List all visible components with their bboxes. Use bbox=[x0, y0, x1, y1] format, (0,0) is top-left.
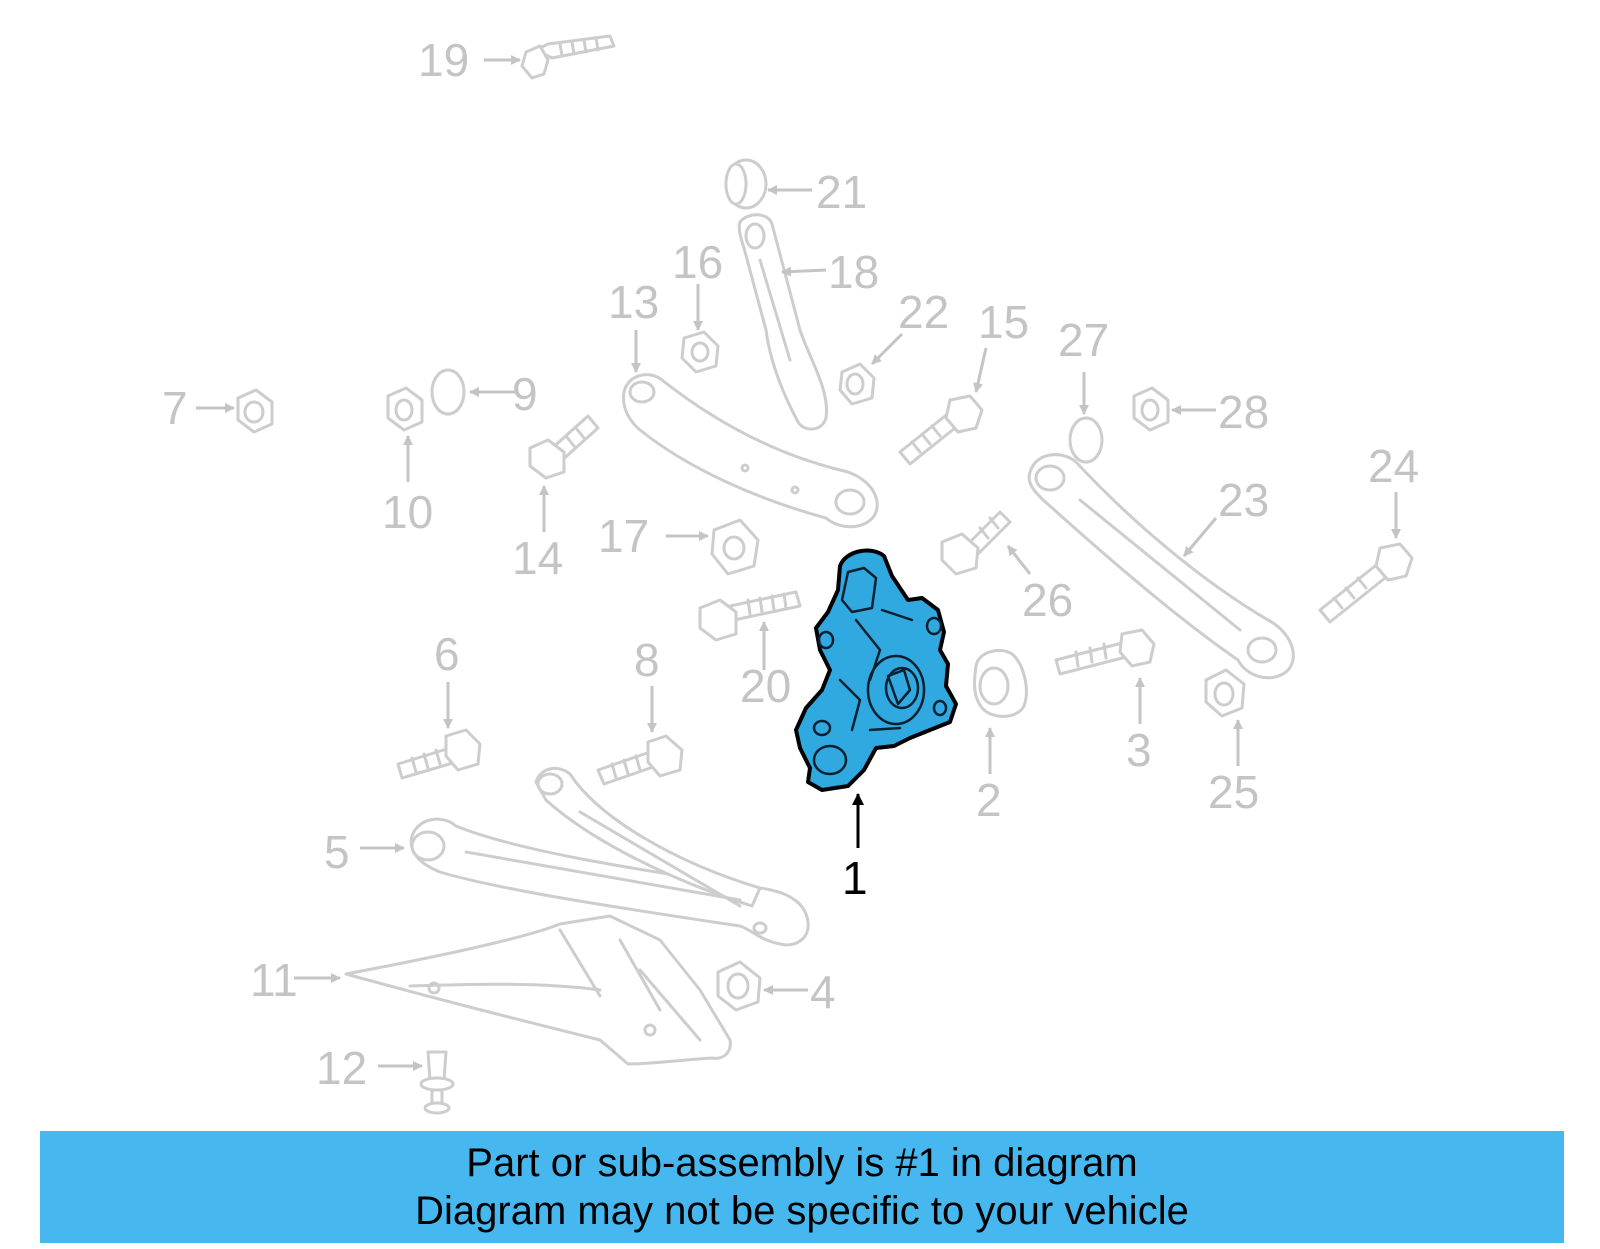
part-8-bolt[interactable] bbox=[596, 734, 684, 786]
part-7-nut[interactable] bbox=[236, 388, 274, 434]
callout-24[interactable]: 24 bbox=[1368, 440, 1419, 492]
notice-line-part: Part or sub-assembly is #1 in diagram bbox=[466, 1141, 1138, 1185]
part-25-nut[interactable] bbox=[1204, 668, 1246, 718]
callout-16[interactable]: 16 bbox=[672, 236, 723, 288]
part-6-bolt[interactable] bbox=[396, 728, 482, 780]
leader-23 bbox=[1182, 517, 1218, 557]
callout-12[interactable]: 12 bbox=[316, 1042, 367, 1094]
callout-1[interactable]: 1 bbox=[842, 852, 868, 904]
part-14-bolt[interactable] bbox=[528, 414, 600, 480]
part-23-lateral-link[interactable] bbox=[1027, 453, 1295, 680]
callout-13[interactable]: 13 bbox=[608, 276, 659, 328]
part-3-bolt[interactable] bbox=[1054, 628, 1156, 676]
callout-19[interactable]: 19 bbox=[418, 34, 469, 86]
part-4-nut[interactable] bbox=[716, 960, 762, 1012]
callout-17[interactable]: 17 bbox=[598, 510, 649, 562]
callout-25[interactable]: 25 bbox=[1208, 766, 1259, 818]
part-27-ring[interactable] bbox=[1068, 416, 1104, 464]
callout-5[interactable]: 5 bbox=[324, 826, 350, 878]
part-18-toe-link[interactable] bbox=[737, 213, 829, 431]
callout-23[interactable]: 23 bbox=[1218, 474, 1269, 526]
part-21-bushing[interactable] bbox=[724, 158, 768, 210]
leader-15 bbox=[973, 347, 988, 393]
callout-22[interactable]: 22 bbox=[898, 286, 949, 338]
part-19-bolt[interactable] bbox=[520, 34, 616, 80]
part-9-ring[interactable] bbox=[430, 368, 466, 416]
part-22-nut[interactable] bbox=[838, 362, 876, 406]
notice-banner: Part or sub-assembly is #1 in diagram Di… bbox=[40, 1131, 1564, 1243]
part-10-nut[interactable] bbox=[386, 386, 424, 432]
callout-27[interactable]: 27 bbox=[1058, 314, 1109, 366]
callout-28[interactable]: 28 bbox=[1218, 386, 1269, 438]
callout-10[interactable]: 10 bbox=[382, 486, 433, 538]
part-1-knuckle-highlighted[interactable] bbox=[794, 548, 958, 792]
callout-8[interactable]: 8 bbox=[634, 634, 660, 686]
callout-3[interactable]: 3 bbox=[1126, 724, 1152, 776]
part-2-bushing[interactable] bbox=[972, 649, 1028, 718]
callout-6[interactable]: 6 bbox=[434, 628, 460, 680]
part-15-bolt[interactable] bbox=[898, 394, 984, 466]
part-28-nut[interactable] bbox=[1132, 386, 1170, 432]
part-13-upper-arm[interactable] bbox=[622, 373, 879, 529]
callout-14[interactable]: 14 bbox=[512, 532, 563, 584]
part-12-clip[interactable] bbox=[419, 1050, 455, 1115]
callout-11[interactable]: 11 bbox=[250, 954, 298, 1006]
callout-9[interactable]: 9 bbox=[512, 368, 538, 420]
part-24-bolt[interactable] bbox=[1318, 542, 1414, 624]
callout-15[interactable]: 15 bbox=[978, 296, 1029, 348]
notice-line-disclaimer: Diagram may not be specific to your vehi… bbox=[415, 1189, 1189, 1233]
callout-26[interactable]: 26 bbox=[1022, 574, 1073, 626]
leader-18 bbox=[781, 266, 827, 277]
callout-4[interactable]: 4 bbox=[810, 966, 836, 1018]
part-5-lower-arm[interactable] bbox=[409, 766, 810, 947]
leader-22 bbox=[870, 332, 904, 366]
callout-20[interactable]: 20 bbox=[740, 660, 791, 712]
callout-18[interactable]: 18 bbox=[828, 246, 879, 298]
part-17-nut[interactable] bbox=[710, 518, 760, 576]
callout-21[interactable]: 21 bbox=[816, 166, 867, 218]
callout-7[interactable]: 7 bbox=[162, 382, 188, 434]
leader-26 bbox=[1006, 545, 1032, 575]
part-11-shield[interactable] bbox=[344, 914, 732, 1066]
part-20-bolt[interactable] bbox=[698, 590, 802, 642]
callout-2[interactable]: 2 bbox=[976, 774, 1002, 826]
part-16-nut[interactable] bbox=[680, 330, 720, 374]
part-26-bolt[interactable] bbox=[940, 510, 1012, 576]
